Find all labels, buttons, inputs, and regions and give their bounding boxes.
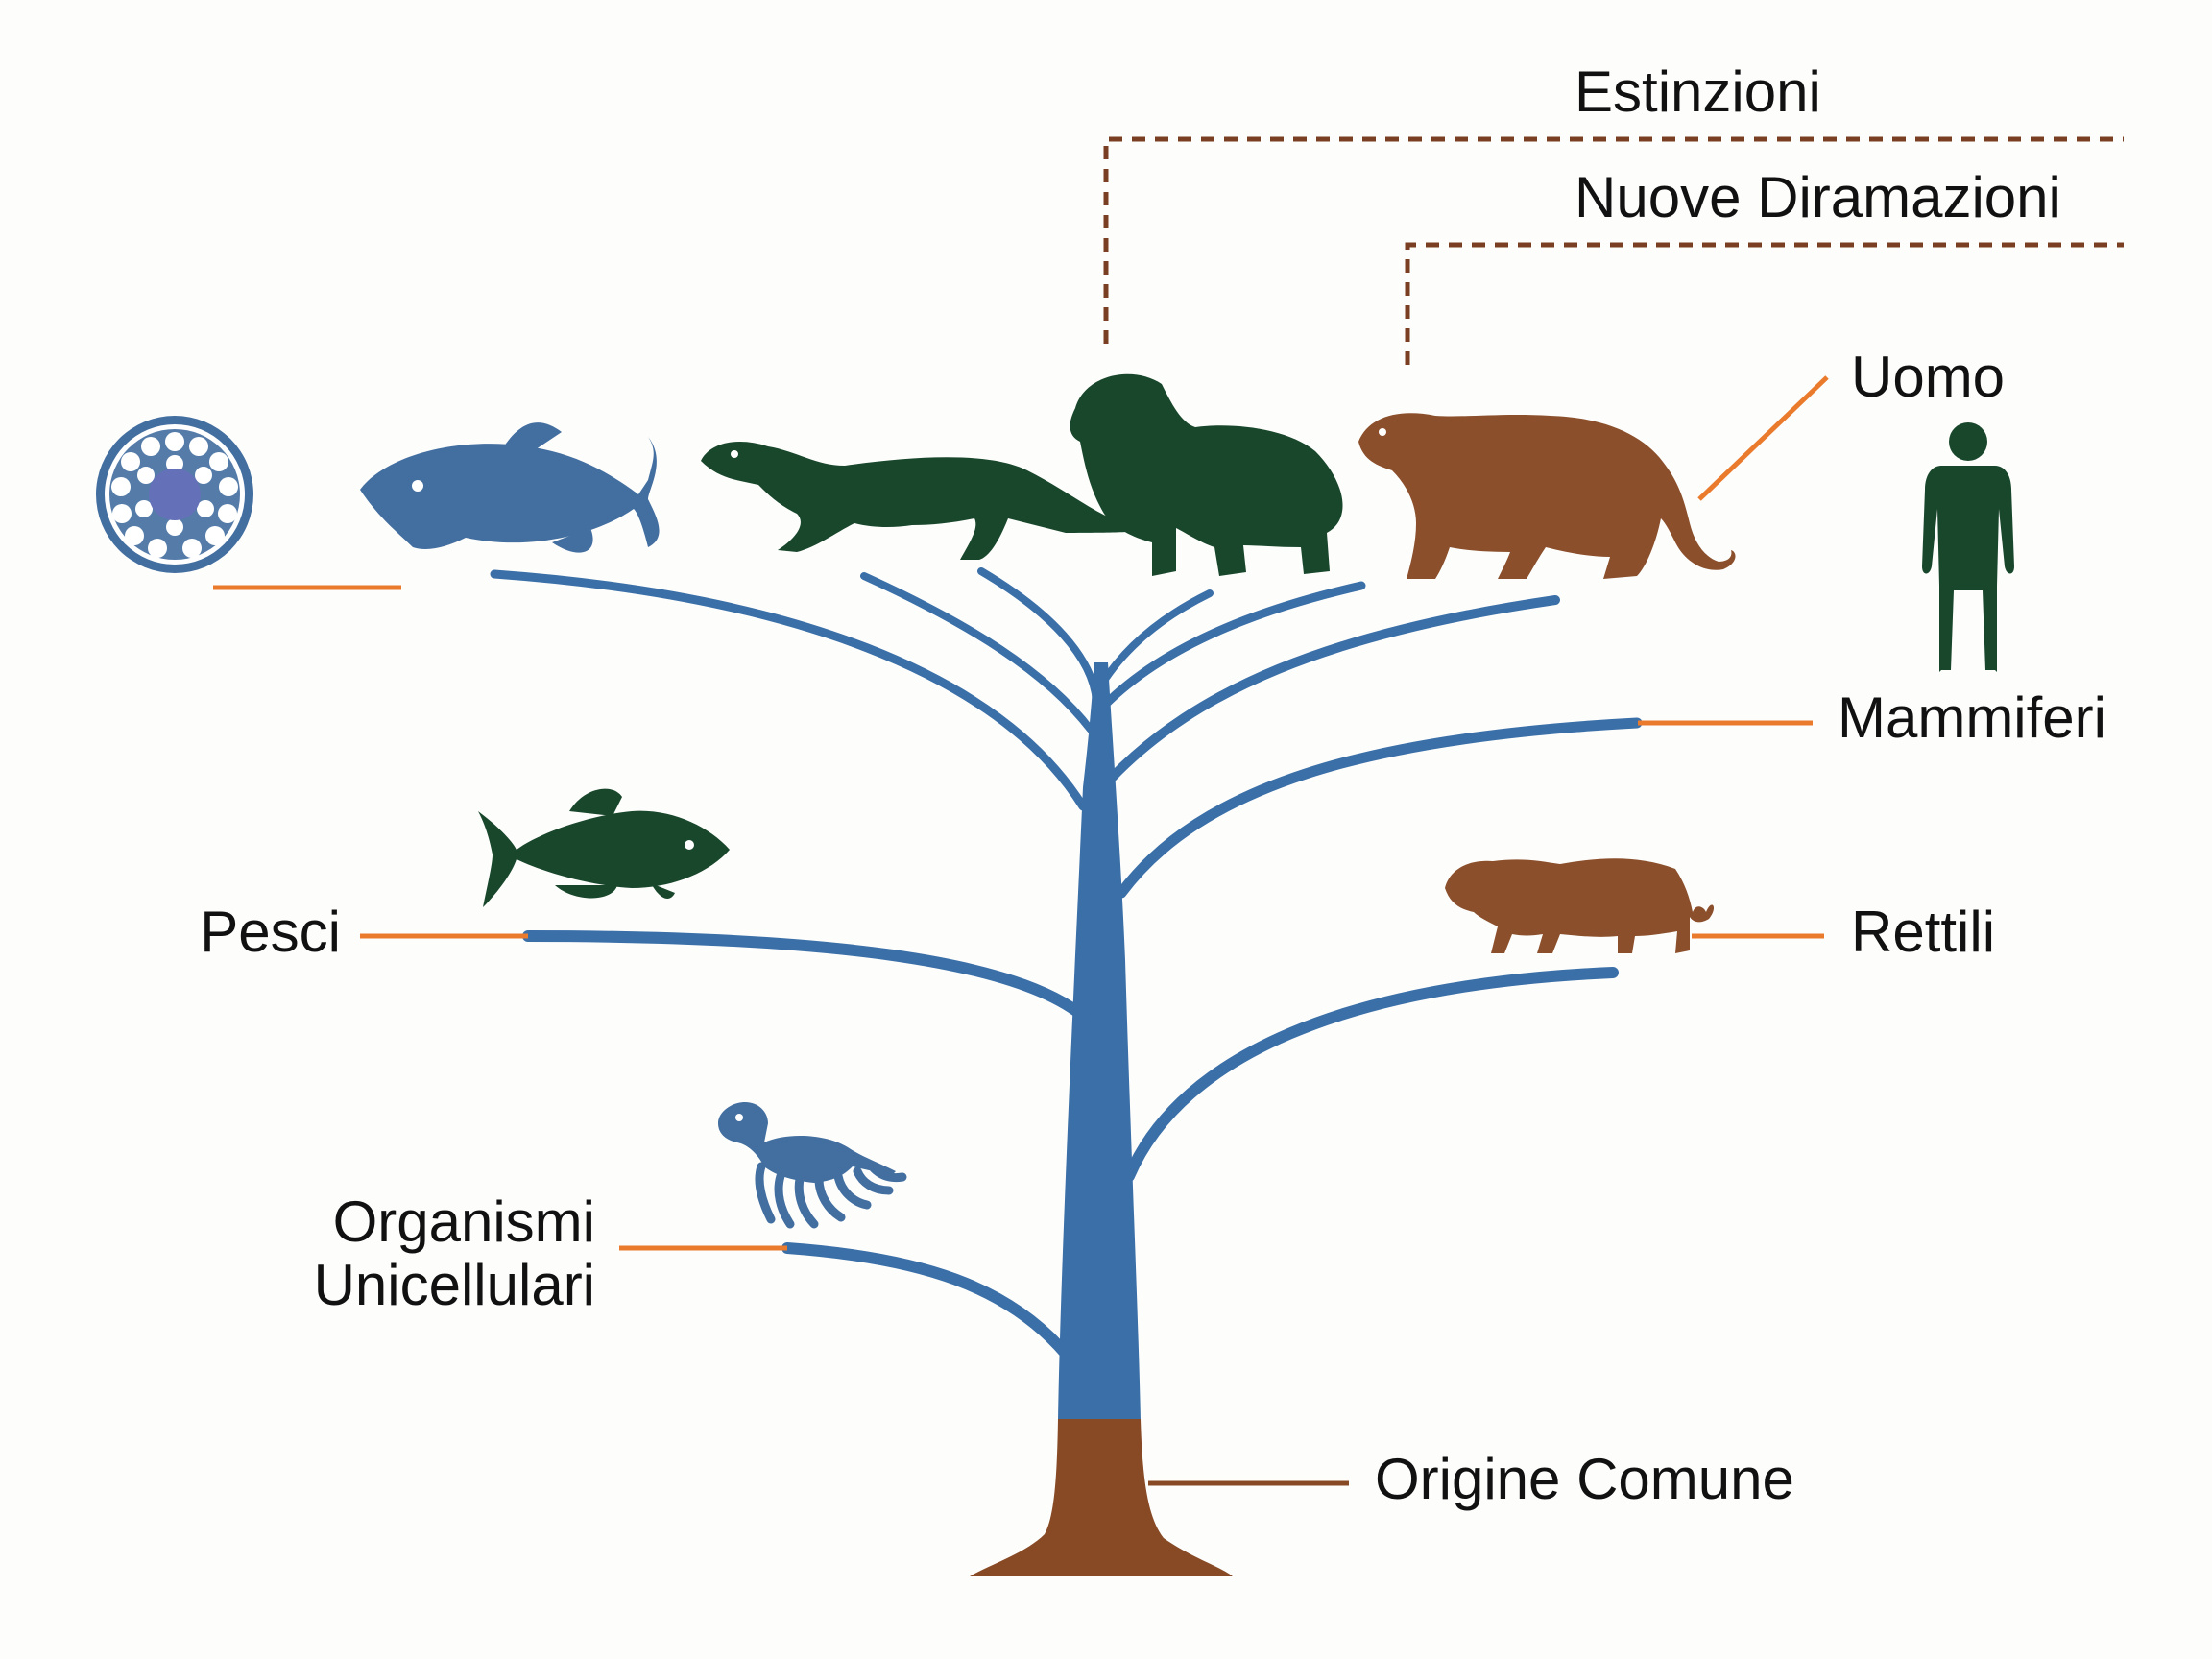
label-pesci: Pesci — [200, 900, 341, 964]
fish-icon — [478, 788, 730, 907]
bear-icon — [1358, 413, 1736, 579]
branches — [490, 567, 1643, 1359]
lizard-icon — [701, 442, 1146, 560]
branch-to-lizard-a — [860, 572, 1094, 733]
label-organismi-unicellulari: Organismi Unicellulari — [313, 1190, 595, 1317]
cat-icon — [1445, 858, 1715, 953]
branch-unicellular — [781, 1242, 1071, 1359]
label-mammiferi: Mammiferi — [1838, 685, 2106, 750]
label-rettili: Rettili — [1851, 900, 1996, 964]
nuove-diramazioni-bracket — [1405, 242, 2124, 365]
connector-uomo — [1697, 375, 1829, 501]
human-icon — [1922, 422, 2014, 672]
branch-fish — [522, 930, 1091, 1023]
branch-to-bear — [1099, 581, 1366, 710]
branch-mammals — [1116, 717, 1643, 899]
sea-creature-icon — [718, 1102, 907, 1229]
dashed-brackets — [1103, 136, 2124, 365]
lion-icon — [1070, 373, 1343, 576]
cell-icon — [96, 416, 253, 573]
label-connectors — [213, 375, 1829, 1251]
branch-to-lizard-b — [977, 567, 1100, 705]
branch-reptiles — [1123, 967, 1619, 1182]
branch-to-fish-top — [490, 569, 1088, 811]
label-uomo: Uomo — [1851, 345, 2006, 409]
fish-icon — [360, 422, 660, 553]
branch-top-right — [1107, 595, 1560, 782]
label-nuove-diramazioni: Nuove Diramazioni — [1575, 165, 2061, 229]
branch-to-lion — [1098, 589, 1214, 687]
trunk — [1058, 662, 1141, 1421]
estinzioni-bracket — [1103, 136, 2124, 344]
label-estinzioni: Estinzioni — [1575, 60, 1821, 124]
label-origine-comune: Origine Comune — [1375, 1447, 1794, 1511]
trunk-root — [970, 1419, 1233, 1576]
